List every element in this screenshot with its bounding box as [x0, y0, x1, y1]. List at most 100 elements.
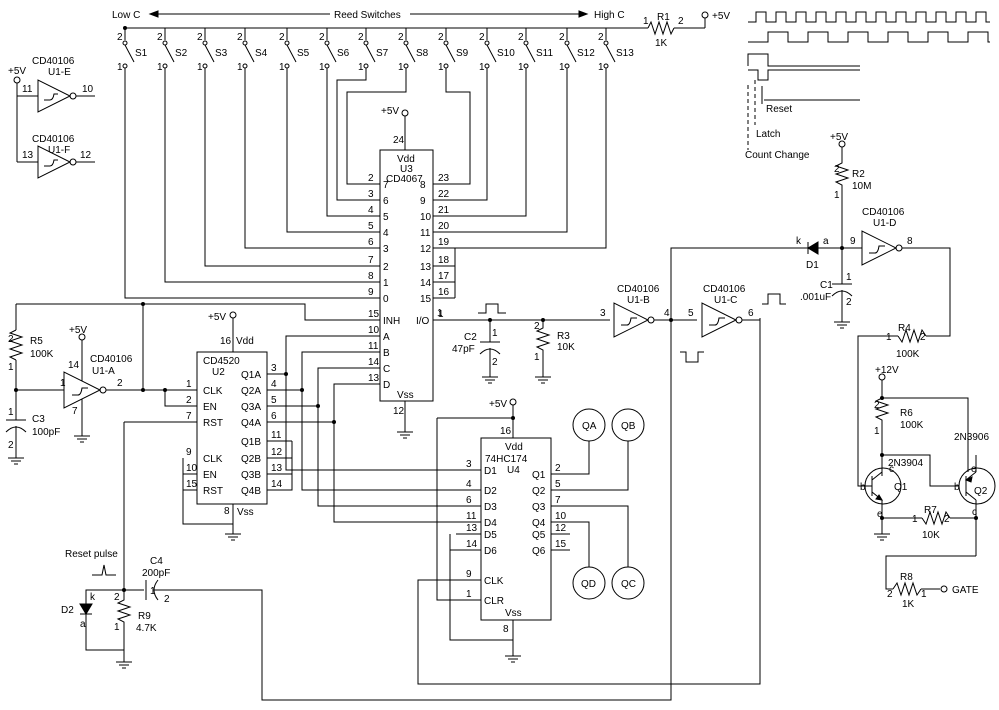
q2-name: Q2 — [974, 486, 988, 497]
d2-k: k — [90, 592, 96, 603]
u3-pin-name: 7 — [383, 180, 389, 191]
u1f-part: CD40106 — [32, 134, 75, 145]
u4-pin-number: 15 — [555, 539, 567, 550]
u4-pin-name: Q5 — [532, 530, 546, 541]
switch-pin-bottom: 1 — [237, 62, 243, 73]
u3-pin-name: 10 — [420, 212, 432, 223]
u1a-pin-out: 2 — [117, 378, 123, 389]
r6-vcc: +12V — [875, 365, 899, 376]
u3-pin-name: C — [383, 364, 390, 375]
u1c-pin-out: 6 — [748, 308, 754, 319]
u4-pin-number: 1 — [466, 589, 472, 600]
gate-u1f: CD40106 U1-F 13 12 — [17, 134, 95, 179]
switch-pin-top: 2 — [598, 32, 604, 43]
switch-pin-bottom: 1 — [479, 62, 485, 73]
r2-pin1: 1 — [834, 190, 840, 201]
u4-pin-name: D6 — [484, 546, 497, 557]
c4-name: C4 — [150, 556, 163, 567]
u4-pin-name: Q2 — [532, 486, 546, 497]
d2-name: D2 — [61, 605, 74, 616]
c2-name: C2 — [464, 332, 477, 343]
switch-pin-top: 2 — [319, 32, 325, 43]
switch-pin-bottom: 1 — [358, 62, 364, 73]
switch-pin-top: 2 — [157, 32, 163, 43]
u1f-name: U1-F — [48, 145, 70, 156]
u2-pin-number: 11 — [271, 430, 282, 441]
u4-pin-name: D1 — [484, 466, 497, 477]
timing-reset-label: Reset — [766, 104, 792, 115]
u2-pin-number: 10 — [186, 463, 198, 474]
u2-pin-number: 3 — [271, 363, 277, 374]
r5-pin1: 1 — [8, 362, 14, 373]
r8-pin2: 2 — [887, 589, 893, 600]
timing-count-label: Count Change — [745, 150, 810, 161]
u4-pin-number: 5 — [555, 479, 561, 490]
r4-pin2: 2 — [920, 332, 926, 343]
switch-wiring — [123, 26, 607, 299]
u3-pin-number: 18 — [438, 255, 450, 266]
u3-pin-name: B — [383, 348, 390, 359]
u2-pin-name: Q1B — [241, 437, 261, 448]
u1c-part: CD40106 — [703, 284, 746, 295]
low-c-label: Low C — [112, 10, 140, 21]
chip-u3: +5V 24 Vdd U3 CD4067 Vss 12 273645546372… — [368, 106, 456, 439]
q1-part: 2N3904 — [888, 458, 923, 469]
u3-pin-name: 11 — [420, 228, 431, 239]
r6-name: R6 — [900, 408, 913, 419]
c2-value: 47pF — [452, 344, 475, 355]
u1f-pin-out: 12 — [80, 150, 92, 161]
d1-a: a — [823, 236, 829, 247]
u4-pin-number: 6 — [466, 495, 472, 506]
u2-pin-name: Q3A — [241, 402, 261, 413]
u2-vss-pin: 8 — [224, 506, 230, 517]
u3-vdd-pin: 24 — [393, 135, 405, 146]
u1e-pin-in: 11 — [22, 84, 33, 95]
switch-pin-bottom: 1 — [598, 62, 604, 73]
u1b-pin-out: 4 — [664, 308, 670, 319]
c1-name: C1 — [820, 280, 833, 291]
u1a-name: U1-A — [92, 366, 115, 377]
u2-pin-name: Q3B — [241, 470, 261, 481]
u2-pin-name: Q1A — [241, 370, 261, 381]
u4-vss: Vss — [505, 608, 522, 619]
u2-pin-number: 5 — [271, 395, 277, 406]
u3-pin-number: 13 — [368, 373, 380, 384]
r3-pin2: 2 — [534, 321, 540, 332]
gate-u1b: C2 47pF 1 2 R3 10K 2 1 1 3 4 CD40106 U1-… — [433, 284, 697, 384]
u3-pin-name: 9 — [420, 196, 426, 207]
r7-value: 10K — [922, 530, 940, 541]
r5-value: 100K — [30, 349, 54, 360]
r6-value: 100K — [900, 420, 924, 431]
u3-pin-name: 0 — [383, 294, 389, 305]
high-c-label: High C — [594, 10, 625, 21]
r2-vcc: +5V — [830, 132, 848, 143]
transistor-q1 — [864, 467, 902, 505]
counter-bus — [267, 335, 456, 523]
r6-pin2: 2 — [874, 400, 880, 411]
u3-pin-number: 7 — [368, 255, 374, 266]
u2-pin-name: Q4B — [241, 486, 261, 497]
u2-pin-name: CLK — [203, 386, 223, 397]
switch-pin-bottom: 1 — [117, 62, 123, 73]
d1-name: D1 — [806, 260, 819, 271]
reed-switch-row: S121S221S321S421S521S621S721S821S921S102… — [117, 28, 634, 73]
u1a-pin-in: 1 — [60, 378, 66, 389]
lamp-qb-label: QB — [621, 421, 636, 432]
c1-pin2: 2 — [846, 297, 852, 308]
switch-pin-top: 2 — [279, 32, 285, 43]
switch-pin-top: 2 — [358, 32, 364, 43]
u1b-name: U1-B — [627, 295, 650, 306]
switch-pin-bottom: 1 — [157, 62, 163, 73]
output-lamps: QA QB QD QC — [551, 408, 645, 600]
u3-pin-name: 13 — [420, 262, 432, 273]
c3-value: 100pF — [32, 427, 60, 438]
r7-pin2: 2 — [944, 514, 950, 525]
u3-pin-number: 9 — [368, 287, 374, 298]
r2-name: R2 — [852, 169, 865, 180]
c1-pin1: 1 — [846, 272, 852, 283]
